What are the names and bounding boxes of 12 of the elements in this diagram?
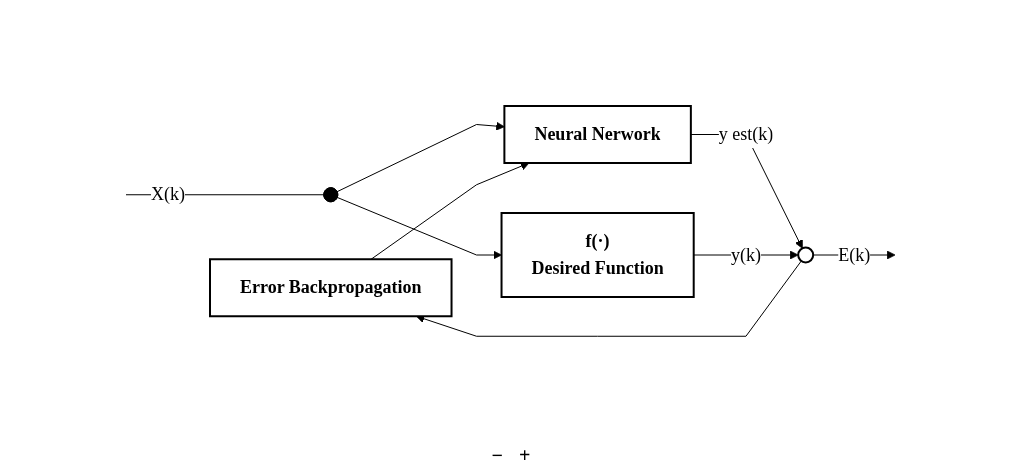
- node-box: f(·) Desired Function: [500, 211, 696, 298]
- sign-label: +: [519, 444, 531, 466]
- arrow: [416, 260, 803, 337]
- edge-label: E(k): [838, 244, 871, 265]
- arrow: [371, 161, 530, 260]
- edge-label: y(k): [731, 244, 762, 265]
- edge-label: y est(k): [719, 123, 774, 144]
- sign-label: −: [491, 444, 503, 466]
- node-box: Neural Nerwork: [503, 104, 693, 164]
- edge-label: X(k): [151, 184, 186, 205]
- node-circle: [797, 246, 815, 264]
- node-box: Error Backpropagation: [209, 258, 453, 318]
